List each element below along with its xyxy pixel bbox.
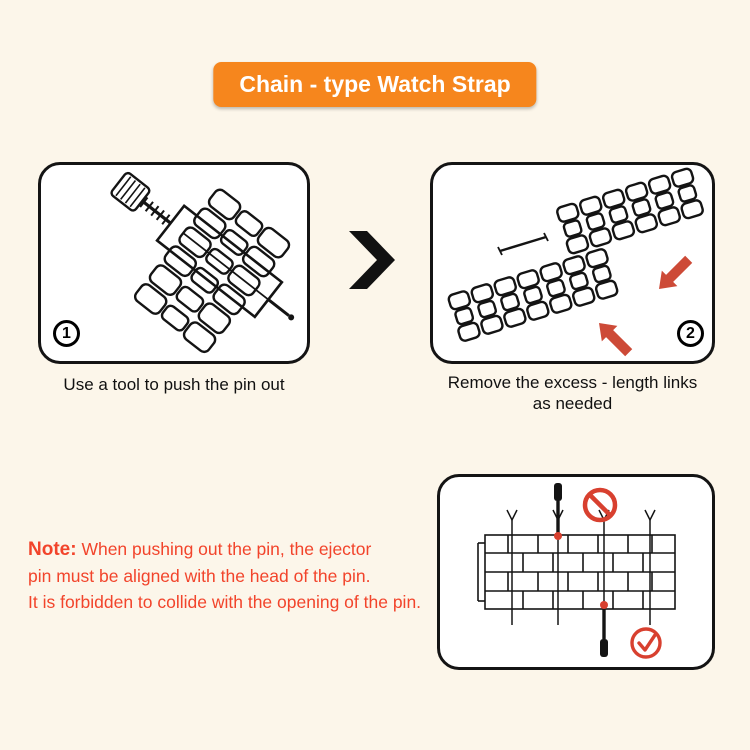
top-ejector-pin: [554, 483, 562, 540]
lower-band-segment: [446, 246, 620, 344]
red-arrow-up-left-icon: [599, 323, 633, 357]
note-line1-text: When pushing out the pin, the ejector: [81, 539, 372, 559]
spring-bar-pins: [506, 509, 656, 626]
page-title: Chain - type Watch Strap: [239, 71, 511, 97]
step2-number-badge: 2: [677, 320, 704, 347]
separated-links-illustration: [446, 166, 706, 357]
prohibition-icon: [582, 487, 618, 523]
step2-caption-line1: Remove the excess - length links: [447, 373, 698, 392]
upper-band-segment: [554, 166, 706, 256]
step1-caption: Use a tool to push the pin out: [63, 375, 285, 394]
step1-panel: 1: [38, 162, 310, 364]
note-label: Note:: [28, 539, 77, 560]
pin-pusher-tool-illustration: [110, 171, 295, 356]
step2-panel: 2: [430, 162, 715, 364]
pin-alignment-detail-panel: [437, 474, 715, 670]
pin-alignment-illustration: [477, 483, 676, 659]
tool-knob: [110, 171, 151, 212]
title-banner: Chain - type Watch Strap: [213, 62, 537, 107]
band-side-view: [477, 534, 676, 610]
step1-number-badge: 1: [53, 320, 80, 347]
loose-pin: [497, 232, 549, 256]
note-line1: Note: When pushing out the pin, the ejec…: [28, 536, 468, 563]
bottom-ejector-pin: [600, 601, 608, 657]
red-arrow-down-left-icon: [659, 255, 693, 289]
note-line2: pin must be aligned with the head of the…: [28, 566, 371, 586]
note-block: Note: When pushing out the pin, the ejec…: [28, 536, 468, 615]
check-icon: [630, 627, 662, 659]
step2-caption: Remove the excess - length links as need…: [430, 372, 715, 414]
next-step-chevron-icon: [349, 231, 395, 289]
note-line3: It is forbidden to collide with the open…: [28, 592, 422, 612]
link-remover-tool: [110, 171, 295, 321]
step2-caption-line2: as needed: [532, 394, 613, 413]
